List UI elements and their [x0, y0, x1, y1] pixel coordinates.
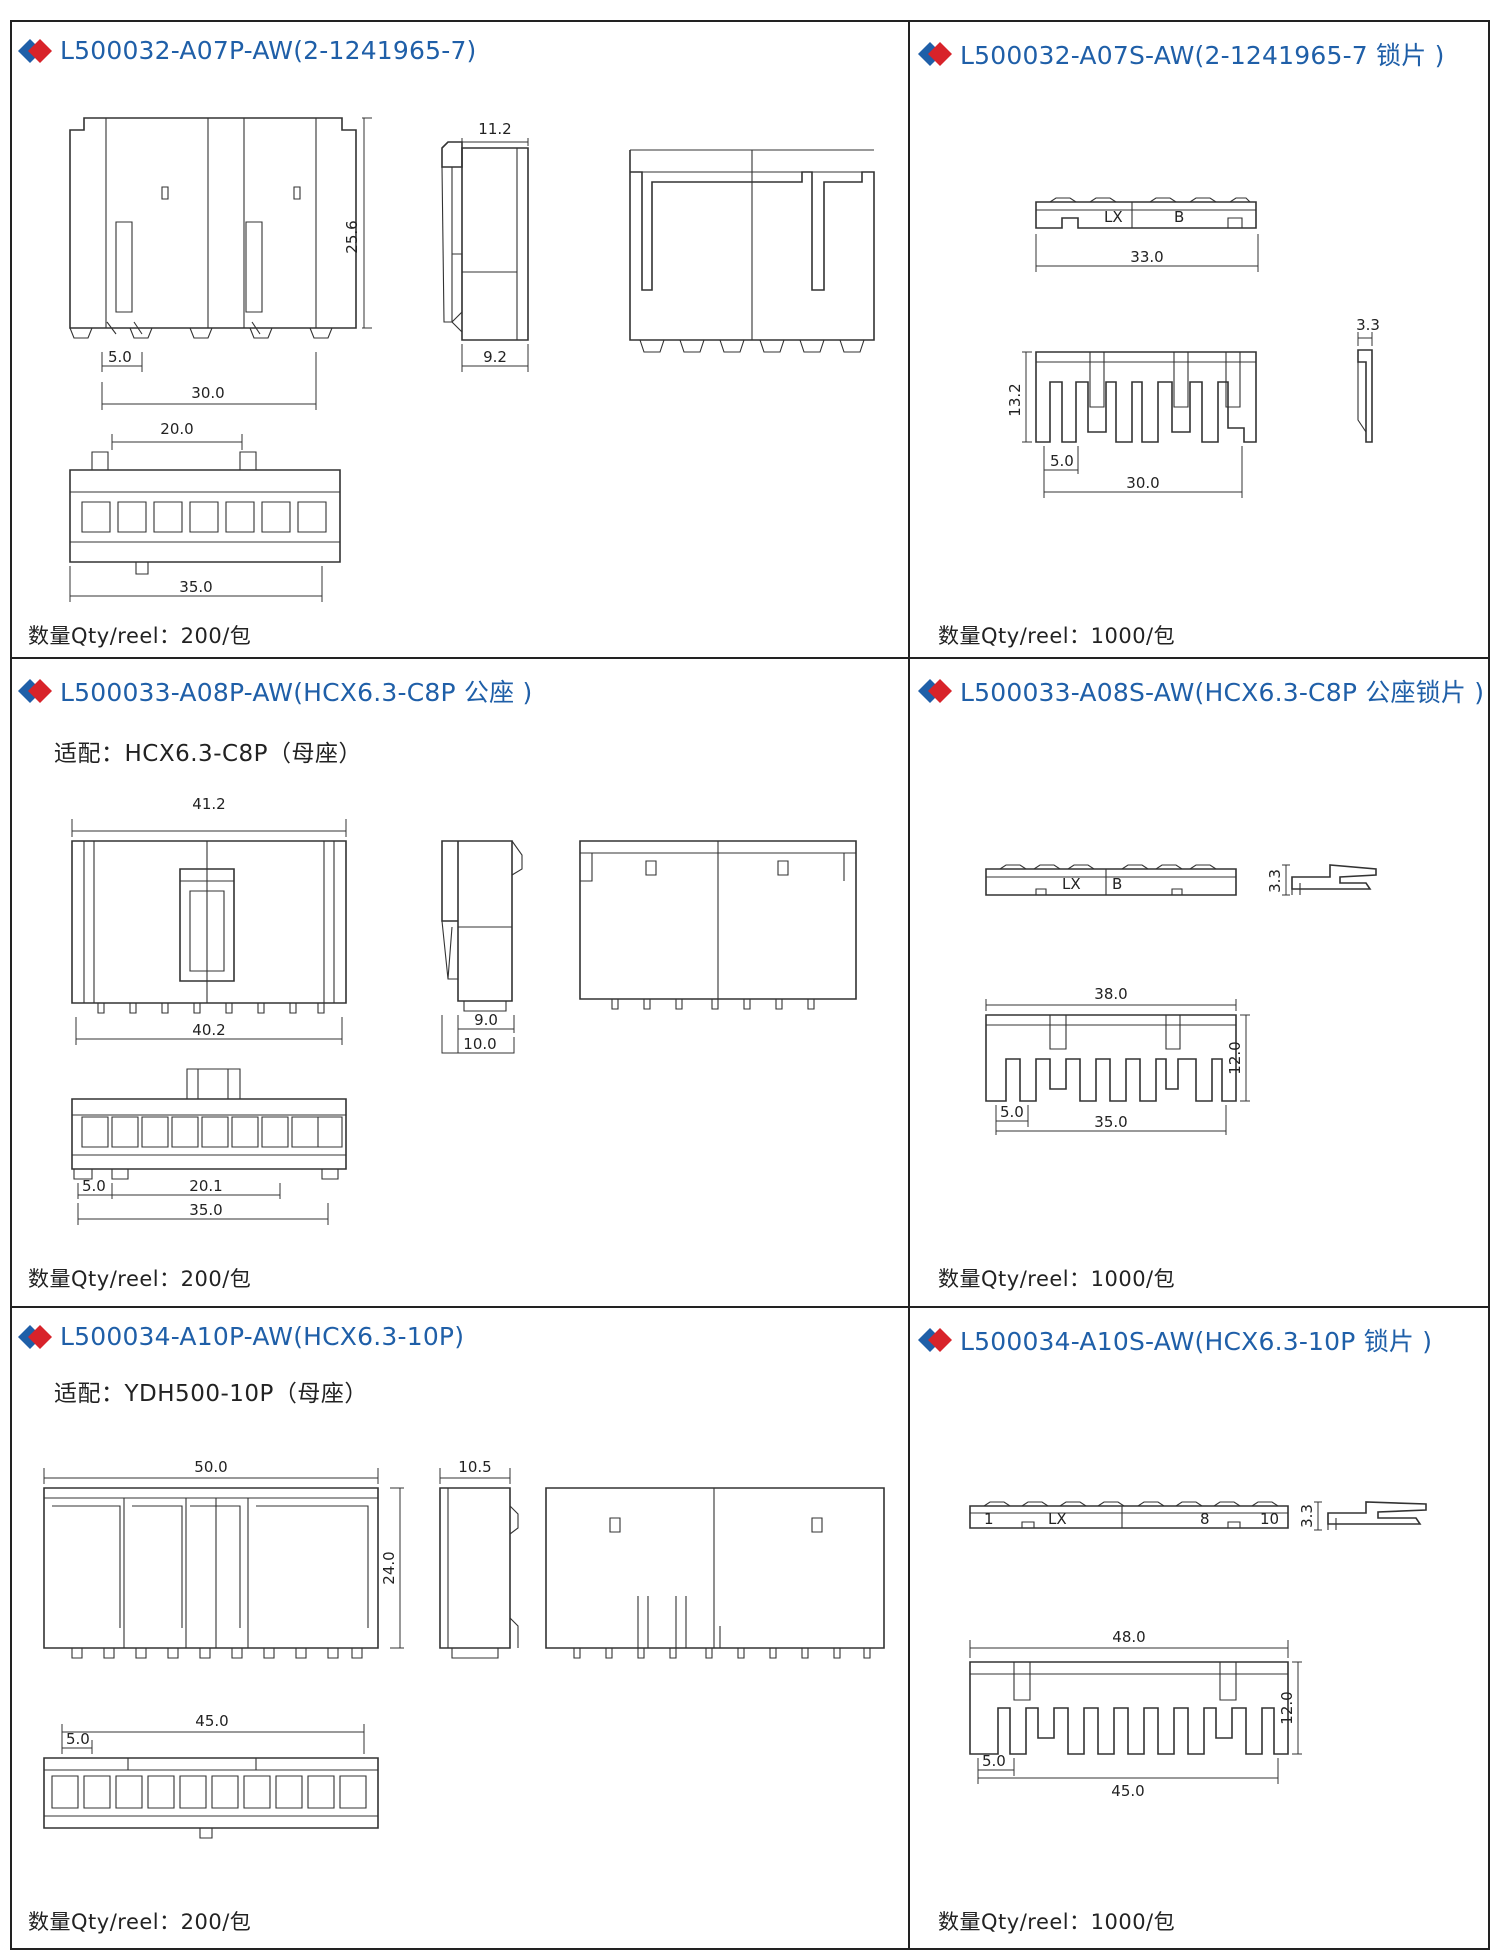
dim-lock-pitch: 5.0 [982, 1752, 1006, 1770]
qty-per-reel: 数量Qty/reel：1000/包 [938, 1267, 1176, 1291]
dim-lock-width: 30.0 [1126, 474, 1159, 492]
diamond-bullet-icon [918, 679, 952, 703]
product-cell-l500034-a10s: L500034-A10S-AW(HCX6.3-10P 锁片 ) 1 LX 8 1… [910, 1308, 1488, 1948]
product-title: L500033-A08P-AW(HCX6.3-C8P 公座 ) [18, 673, 532, 709]
dim-pitch: 5.0 [108, 348, 132, 366]
dim-lock-width: 45.0 [1111, 1782, 1144, 1800]
diamond-bullet-icon [918, 1328, 952, 1352]
frame-row2 [10, 1306, 1490, 1308]
dim-lock-top: 48.0 [1112, 1628, 1145, 1646]
dim-lock-thickness: 3.3 [1356, 316, 1380, 334]
dim-width: 30.0 [191, 384, 224, 402]
dim-side-top: 10.5 [458, 1458, 491, 1476]
product-title: L500032-A07S-AW(2-1241965-7 锁片 ) [918, 36, 1445, 72]
diamond-bullet-icon [18, 1324, 52, 1349]
frame-left [10, 20, 12, 1950]
product-title-text: L500032-A07S-AW(2-1241965-7 锁片 ) [960, 41, 1445, 70]
lock-mark-lx: LX [1048, 1510, 1067, 1528]
dim-side-bottom: 9.2 [483, 348, 507, 366]
qty-per-reel: 数量Qty/reel：1000/包 [938, 1910, 1176, 1934]
dim-lock-top: 38.0 [1094, 985, 1127, 1003]
dim-lock-thickness: 3.3 [1266, 869, 1284, 893]
lock-mark-b: B [1174, 208, 1184, 226]
diamond-bullet-icon [18, 679, 52, 703]
product-cell-l500034-a10p: L500034-A10P-AW(HCX6.3-10P) 适配：YDH500-10… [12, 1308, 908, 1948]
dim-lock-height: 12.0 [1226, 1041, 1244, 1074]
drawing-front-view: 25.6 5.0 30.0 11.2 9.2 20.0 35. [69, 117, 875, 602]
frame-row1 [10, 657, 1490, 659]
drawing-lock-views: LX B 3.3 38.0 12.0 5.0 35.0 [985, 864, 1377, 1135]
dim-top-width: 41.2 [192, 795, 225, 813]
frame-right [1488, 20, 1490, 1950]
product-title-text: L500032-A07P-AW(2-1241965-7) [60, 36, 477, 65]
compatible-note: 适配：HCX6.3-C8P（母座） [54, 741, 363, 767]
drawing-front-view: 50.0 24.0 10.5 45.0 5.0 [43, 1458, 885, 1839]
qty-per-reel: 数量Qty/reel：1000/包 [938, 624, 1176, 648]
dim-bottom-span: 20.0 [160, 420, 193, 438]
diamond-bullet-icon [918, 42, 952, 66]
qty-per-reel: 数量Qty/reel：200/包 [28, 624, 252, 648]
lock-mark-lx: LX [1062, 875, 1081, 893]
diamond-bullet-icon [18, 38, 52, 63]
lock-mark-b: B [1112, 875, 1122, 893]
qty-per-reel: 数量Qty/reel：200/包 [28, 1910, 252, 1934]
product-title-text: L500033-A08S-AW(HCX6.3-C8P 公座锁片 ) [960, 678, 1485, 707]
dim-bottom-span: 20.1 [189, 1177, 222, 1195]
product-cell-l500032-a07s: L500032-A07S-AW(2-1241965-7 锁片 ) LX B 33… [910, 22, 1488, 657]
dim-lock-pitch: 5.0 [1000, 1103, 1024, 1121]
product-title-text: L500033-A08P-AW(HCX6.3-C8P 公座 ) [60, 678, 533, 707]
drawing-front-view: 41.2 40.2 9.0 10.0 5.0 20.1 35.0 [71, 795, 857, 1225]
dim-bottom-width: 40.2 [192, 1021, 225, 1039]
dim-lock-thickness: 3.3 [1298, 1504, 1316, 1528]
product-title: L500033-A08S-AW(HCX6.3-C8P 公座锁片 ) [918, 673, 1484, 709]
lock-mark-10: 10 [1260, 1510, 1279, 1528]
lock-mark-8: 8 [1200, 1510, 1210, 1528]
dim-lock-top: 33.0 [1130, 248, 1163, 266]
compatible-note: 适配：YDH500-10P（母座） [54, 1381, 368, 1407]
dim-side-outer: 10.0 [463, 1035, 496, 1053]
frame-bottom [10, 1948, 1490, 1950]
dim-bottom-pitch: 5.0 [82, 1177, 106, 1195]
frame-top [10, 20, 1490, 22]
dim-lock-height: 12.0 [1278, 1691, 1296, 1724]
frame-middle [908, 20, 910, 1950]
dim-lock-pitch: 5.0 [1050, 452, 1074, 470]
dim-bottom-width: 35.0 [179, 578, 212, 596]
product-title-text: L500034-A10S-AW(HCX6.3-10P 锁片 ) [960, 1327, 1433, 1356]
qty-per-reel: 数量Qty/reel：200/包 [28, 1267, 252, 1291]
dim-bottom-pitch: 5.0 [66, 1730, 90, 1748]
product-cell-l500032-a07p: L500032-A07P-AW(2-1241965-7) 25.6 5.0 30… [12, 22, 908, 657]
product-title: L500034-A10S-AW(HCX6.3-10P 锁片 ) [918, 1322, 1432, 1358]
product-title: L500034-A10P-AW(HCX6.3-10P) [18, 1322, 464, 1351]
drawing-lock-views: LX B 33.0 13.2 5.0 30.0 3.3 [1006, 197, 1380, 498]
dim-side-top: 11.2 [478, 120, 511, 138]
dim-height: 24.0 [380, 1551, 398, 1584]
dim-bottom-span: 45.0 [195, 1712, 228, 1730]
drawing-lock-views: 1 LX 8 10 3.3 48.0 12.0 5.0 45.0 [969, 1501, 1427, 1800]
product-cell-l500033-a08p: L500033-A08P-AW(HCX6.3-C8P 公座 ) 适配：HCX6.… [12, 659, 908, 1306]
product-title-text: L500034-A10P-AW(HCX6.3-10P) [60, 1322, 465, 1351]
dim-lock-height: 13.2 [1006, 383, 1024, 416]
product-title: L500032-A07P-AW(2-1241965-7) [18, 36, 477, 65]
dim-top-width: 50.0 [194, 1458, 227, 1476]
dim-lock-width: 35.0 [1094, 1113, 1127, 1131]
dim-bottom-total: 35.0 [189, 1201, 222, 1219]
dim-side-inner: 9.0 [474, 1011, 498, 1029]
product-cell-l500033-a08s: L500033-A08S-AW(HCX6.3-C8P 公座锁片 ) LX B 3… [910, 659, 1488, 1306]
dim-height: 25.6 [343, 220, 361, 253]
lock-mark-lx: LX [1104, 208, 1123, 226]
lock-mark-1: 1 [984, 1510, 994, 1528]
